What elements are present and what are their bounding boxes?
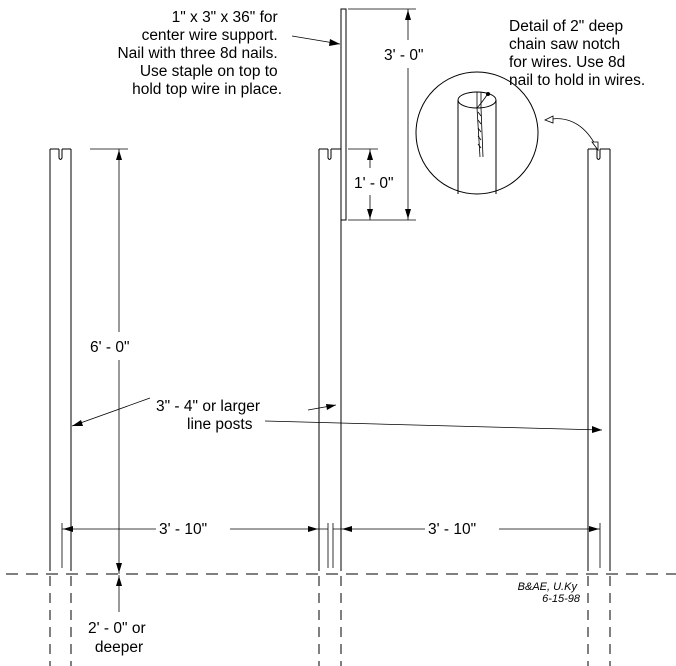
leader-support-note (291, 35, 341, 46)
posts-below-ground (49, 576, 611, 666)
dim-depth (116, 575, 122, 612)
dim-spacing-left-label: 3' - 10" (159, 521, 207, 538)
dim-support-below-top (348, 148, 378, 220)
signature: B&AE, U.Ky 6-15-98 (518, 581, 581, 605)
post-middle (318, 148, 342, 571)
dim-depth-label: 2' - 0" or deeper (88, 620, 150, 656)
notch-detail (415, 71, 539, 195)
detail-note: Detail of 2" deep chain saw notch for wi… (509, 18, 645, 89)
dim-post-height-label: 6' - 0" (90, 339, 129, 356)
dim-spacing-left (61, 523, 329, 568)
leader-line-posts (71, 397, 603, 433)
post-left (49, 148, 72, 571)
post-note: 3" - 4" or larger line posts (156, 398, 264, 433)
dim-spacing-right (332, 523, 601, 568)
dim-support-length (348, 8, 416, 221)
dim-support-below-top-label: 1' - 0" (354, 175, 393, 192)
dim-post-height (90, 148, 128, 574)
wire-support-board (340, 8, 347, 221)
dim-support-length-label: 3' - 0" (384, 47, 423, 64)
post-right (587, 148, 611, 571)
leader-detail (544, 115, 599, 152)
dim-spacing-right-label: 3' - 10" (428, 521, 476, 538)
support-note: 1" x 3" x 36" for center wire support. N… (117, 9, 282, 98)
